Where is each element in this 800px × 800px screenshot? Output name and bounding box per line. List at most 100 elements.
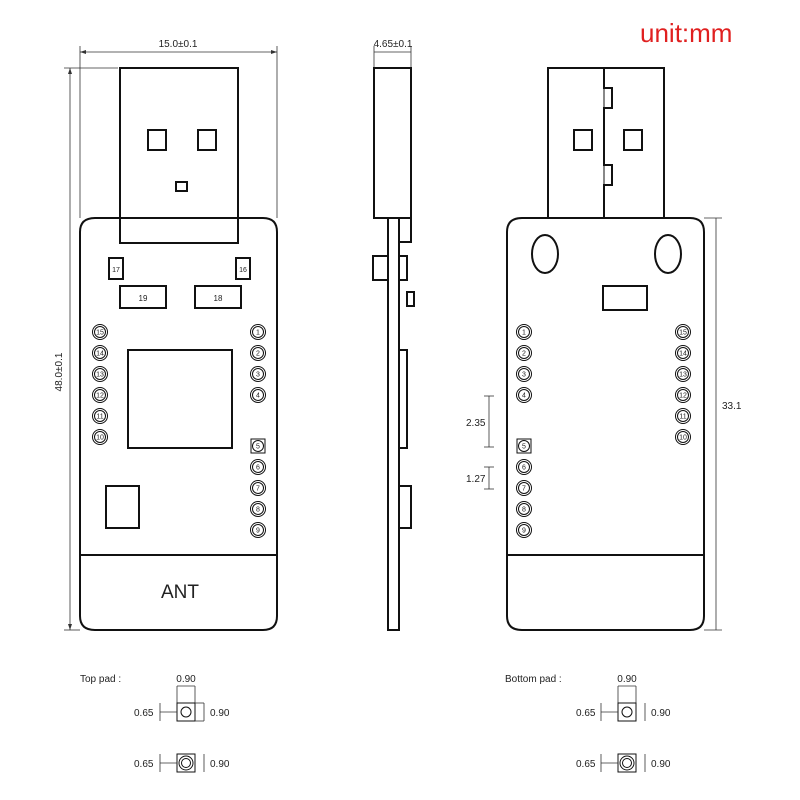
pin-pitch-dimension: 1.27 bbox=[466, 474, 486, 485]
bottom-pad-left-gap: 0.65 bbox=[576, 708, 596, 719]
bottom-pad-right-dim: 0.90 bbox=[651, 708, 671, 719]
pin-number: 1 bbox=[256, 330, 260, 337]
pin-number: 15 bbox=[96, 330, 104, 337]
length-dimension: 33.1 bbox=[722, 401, 742, 412]
pin-pad bbox=[250, 501, 266, 517]
bottom-pad-square bbox=[617, 702, 637, 722]
top-pad-round-right-dim: 0.90 bbox=[210, 759, 230, 770]
pin-number: 9 bbox=[522, 528, 526, 535]
pin-pad bbox=[675, 429, 691, 445]
pin-number: 10 bbox=[96, 435, 104, 442]
pin-number: 4 bbox=[256, 393, 260, 400]
pad-19-label: 19 bbox=[139, 294, 148, 303]
top-pad-label: Top pad : bbox=[80, 674, 121, 685]
pcb-outline bbox=[79, 217, 278, 631]
pin-pad bbox=[516, 324, 532, 340]
pin-pad bbox=[250, 324, 266, 340]
pin-pad bbox=[516, 522, 532, 538]
thickness-dimension: 4.65±0.1 bbox=[374, 39, 413, 50]
pin-pad bbox=[516, 480, 532, 496]
pin-number: 15 bbox=[679, 330, 687, 337]
bottom-pad-detail: Bottom pad : 0.90 0.65 0.90 0.65 0.90 bbox=[505, 674, 671, 773]
pin-number: 14 bbox=[679, 351, 687, 358]
component bbox=[105, 485, 140, 529]
pin-pad bbox=[516, 459, 532, 475]
usb-connector-back bbox=[547, 67, 665, 219]
pin-pad bbox=[250, 480, 266, 496]
pitch-dimension: 2.35 bbox=[466, 418, 486, 429]
pin-pad bbox=[516, 387, 532, 403]
ant-label: ANT bbox=[161, 582, 199, 603]
top-pad-left-gap: 0.65 bbox=[134, 708, 154, 719]
pin-pad bbox=[516, 366, 532, 382]
height-dimension: 48.0±0.1 bbox=[54, 352, 65, 391]
pin-pad bbox=[250, 522, 266, 538]
pin-pad bbox=[675, 366, 691, 382]
pad-18-label: 18 bbox=[214, 294, 223, 303]
pin-number: 13 bbox=[679, 372, 687, 379]
pin-number: 2 bbox=[522, 351, 526, 358]
pin-pad bbox=[250, 387, 266, 403]
top-pad-detail: Top pad : 0.90 0.65 0.90 0.65 0.90 bbox=[80, 674, 230, 773]
pin-number: 10 bbox=[679, 435, 687, 442]
pad-16-label: 16 bbox=[239, 267, 247, 274]
usb-connector bbox=[119, 67, 239, 244]
bottom-pad-width: 0.90 bbox=[617, 674, 637, 685]
top-pad-right-dim: 0.90 bbox=[210, 708, 230, 719]
pin-pad bbox=[675, 387, 691, 403]
unit-label: unit:mm bbox=[640, 18, 733, 48]
top-pad-round-left-gap: 0.65 bbox=[134, 759, 154, 770]
pcb-bottom-outline bbox=[506, 217, 705, 631]
pin-pad bbox=[675, 324, 691, 340]
pin-pad bbox=[250, 366, 266, 382]
pin-number: 9 bbox=[256, 528, 260, 535]
bottom-pad-label: Bottom pad : bbox=[505, 674, 562, 685]
pin-pad bbox=[250, 345, 266, 361]
pin-number: 6 bbox=[522, 465, 526, 472]
pin-pad bbox=[675, 345, 691, 361]
side-view: 4.65±0.1 bbox=[372, 39, 415, 631]
pin-pad bbox=[92, 408, 108, 424]
pin-number: 8 bbox=[256, 507, 260, 514]
bottom-right-pin-column: 15 14 13 12 11 10 bbox=[675, 324, 691, 445]
top-pad-square bbox=[176, 702, 196, 722]
right-pin-column: 1 2 3 4 5 6 7 8 9 bbox=[250, 324, 266, 538]
pin-pad bbox=[250, 459, 266, 475]
width-dimension: 15.0±0.1 bbox=[159, 39, 198, 50]
pin-number: 12 bbox=[679, 393, 687, 400]
top-pad-round bbox=[178, 755, 194, 771]
pin-pad bbox=[92, 345, 108, 361]
pin-number: 8 bbox=[522, 507, 526, 514]
top-pad-width: 0.90 bbox=[176, 674, 196, 685]
pcb-side bbox=[387, 217, 400, 631]
pin-pad bbox=[516, 501, 532, 517]
pin-number: 13 bbox=[96, 372, 104, 379]
pin-pad bbox=[675, 408, 691, 424]
pin-number: 2 bbox=[256, 351, 260, 358]
pin-pad bbox=[92, 429, 108, 445]
pin-number: 3 bbox=[522, 372, 526, 379]
pin-number: 7 bbox=[522, 486, 526, 493]
bottom-pad-round-left-gap: 0.65 bbox=[576, 759, 596, 770]
pin-number: 1 bbox=[522, 330, 526, 337]
top-view: 15.0±0.1 48.0±0.1 ANT 17 16 19 18 151413… bbox=[54, 39, 278, 631]
pin-number: 7 bbox=[256, 486, 260, 493]
bottom-pad-round bbox=[619, 755, 635, 771]
pin-pad bbox=[92, 324, 108, 340]
bottom-pad-round-right-dim: 0.90 bbox=[651, 759, 671, 770]
pin-number: 14 bbox=[96, 351, 104, 358]
pin-pad bbox=[92, 387, 108, 403]
pin-number: 5 bbox=[256, 444, 260, 451]
pin-number: 11 bbox=[679, 414, 686, 421]
pin-number: 3 bbox=[256, 372, 260, 379]
usb-side bbox=[373, 67, 412, 219]
pad-17-label: 17 bbox=[112, 267, 120, 274]
pin-pad bbox=[516, 345, 532, 361]
pin-number: 12 bbox=[96, 393, 104, 400]
pin-number: 6 bbox=[256, 465, 260, 472]
pin-pad bbox=[92, 366, 108, 382]
